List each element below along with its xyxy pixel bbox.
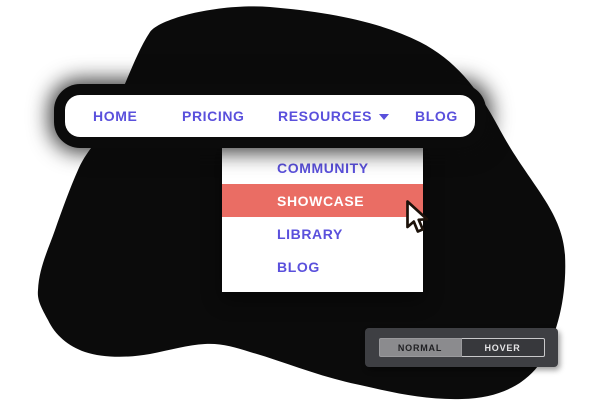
nav-bar: HOME PRICING RESOURCES BLOG <box>65 95 475 137</box>
nav-item-blog[interactable]: BLOG <box>415 95 458 137</box>
resources-dropdown-menu: COMMUNITY SHOWCASE LIBRARY BLOG <box>222 137 423 292</box>
nav-item-pricing[interactable]: PRICING <box>182 95 245 137</box>
toggle-option-hover[interactable]: HOVER <box>461 338 545 357</box>
dropdown-item-library[interactable]: LIBRARY <box>277 225 343 242</box>
state-toggle: NORMAL HOVER <box>365 328 558 367</box>
chevron-down-icon <box>379 114 390 120</box>
nav-item-home[interactable]: HOME <box>93 95 137 137</box>
dropdown-item-blog[interactable]: BLOG <box>277 258 320 275</box>
dropdown-item-showcase[interactable]: SHOWCASE <box>222 184 423 217</box>
dropdown-item-community[interactable]: COMMUNITY <box>277 159 369 176</box>
nav-item-blog-label: BLOG <box>415 108 458 124</box>
nav-item-pricing-label: PRICING <box>182 108 245 124</box>
nav-item-resources-label: RESOURCES <box>278 108 373 124</box>
nav-item-home-label: HOME <box>93 108 138 124</box>
nav-item-resources[interactable]: RESOURCES <box>278 95 390 137</box>
toggle-option-normal[interactable]: NORMAL <box>378 338 462 357</box>
mouse-cursor-icon <box>406 200 429 233</box>
